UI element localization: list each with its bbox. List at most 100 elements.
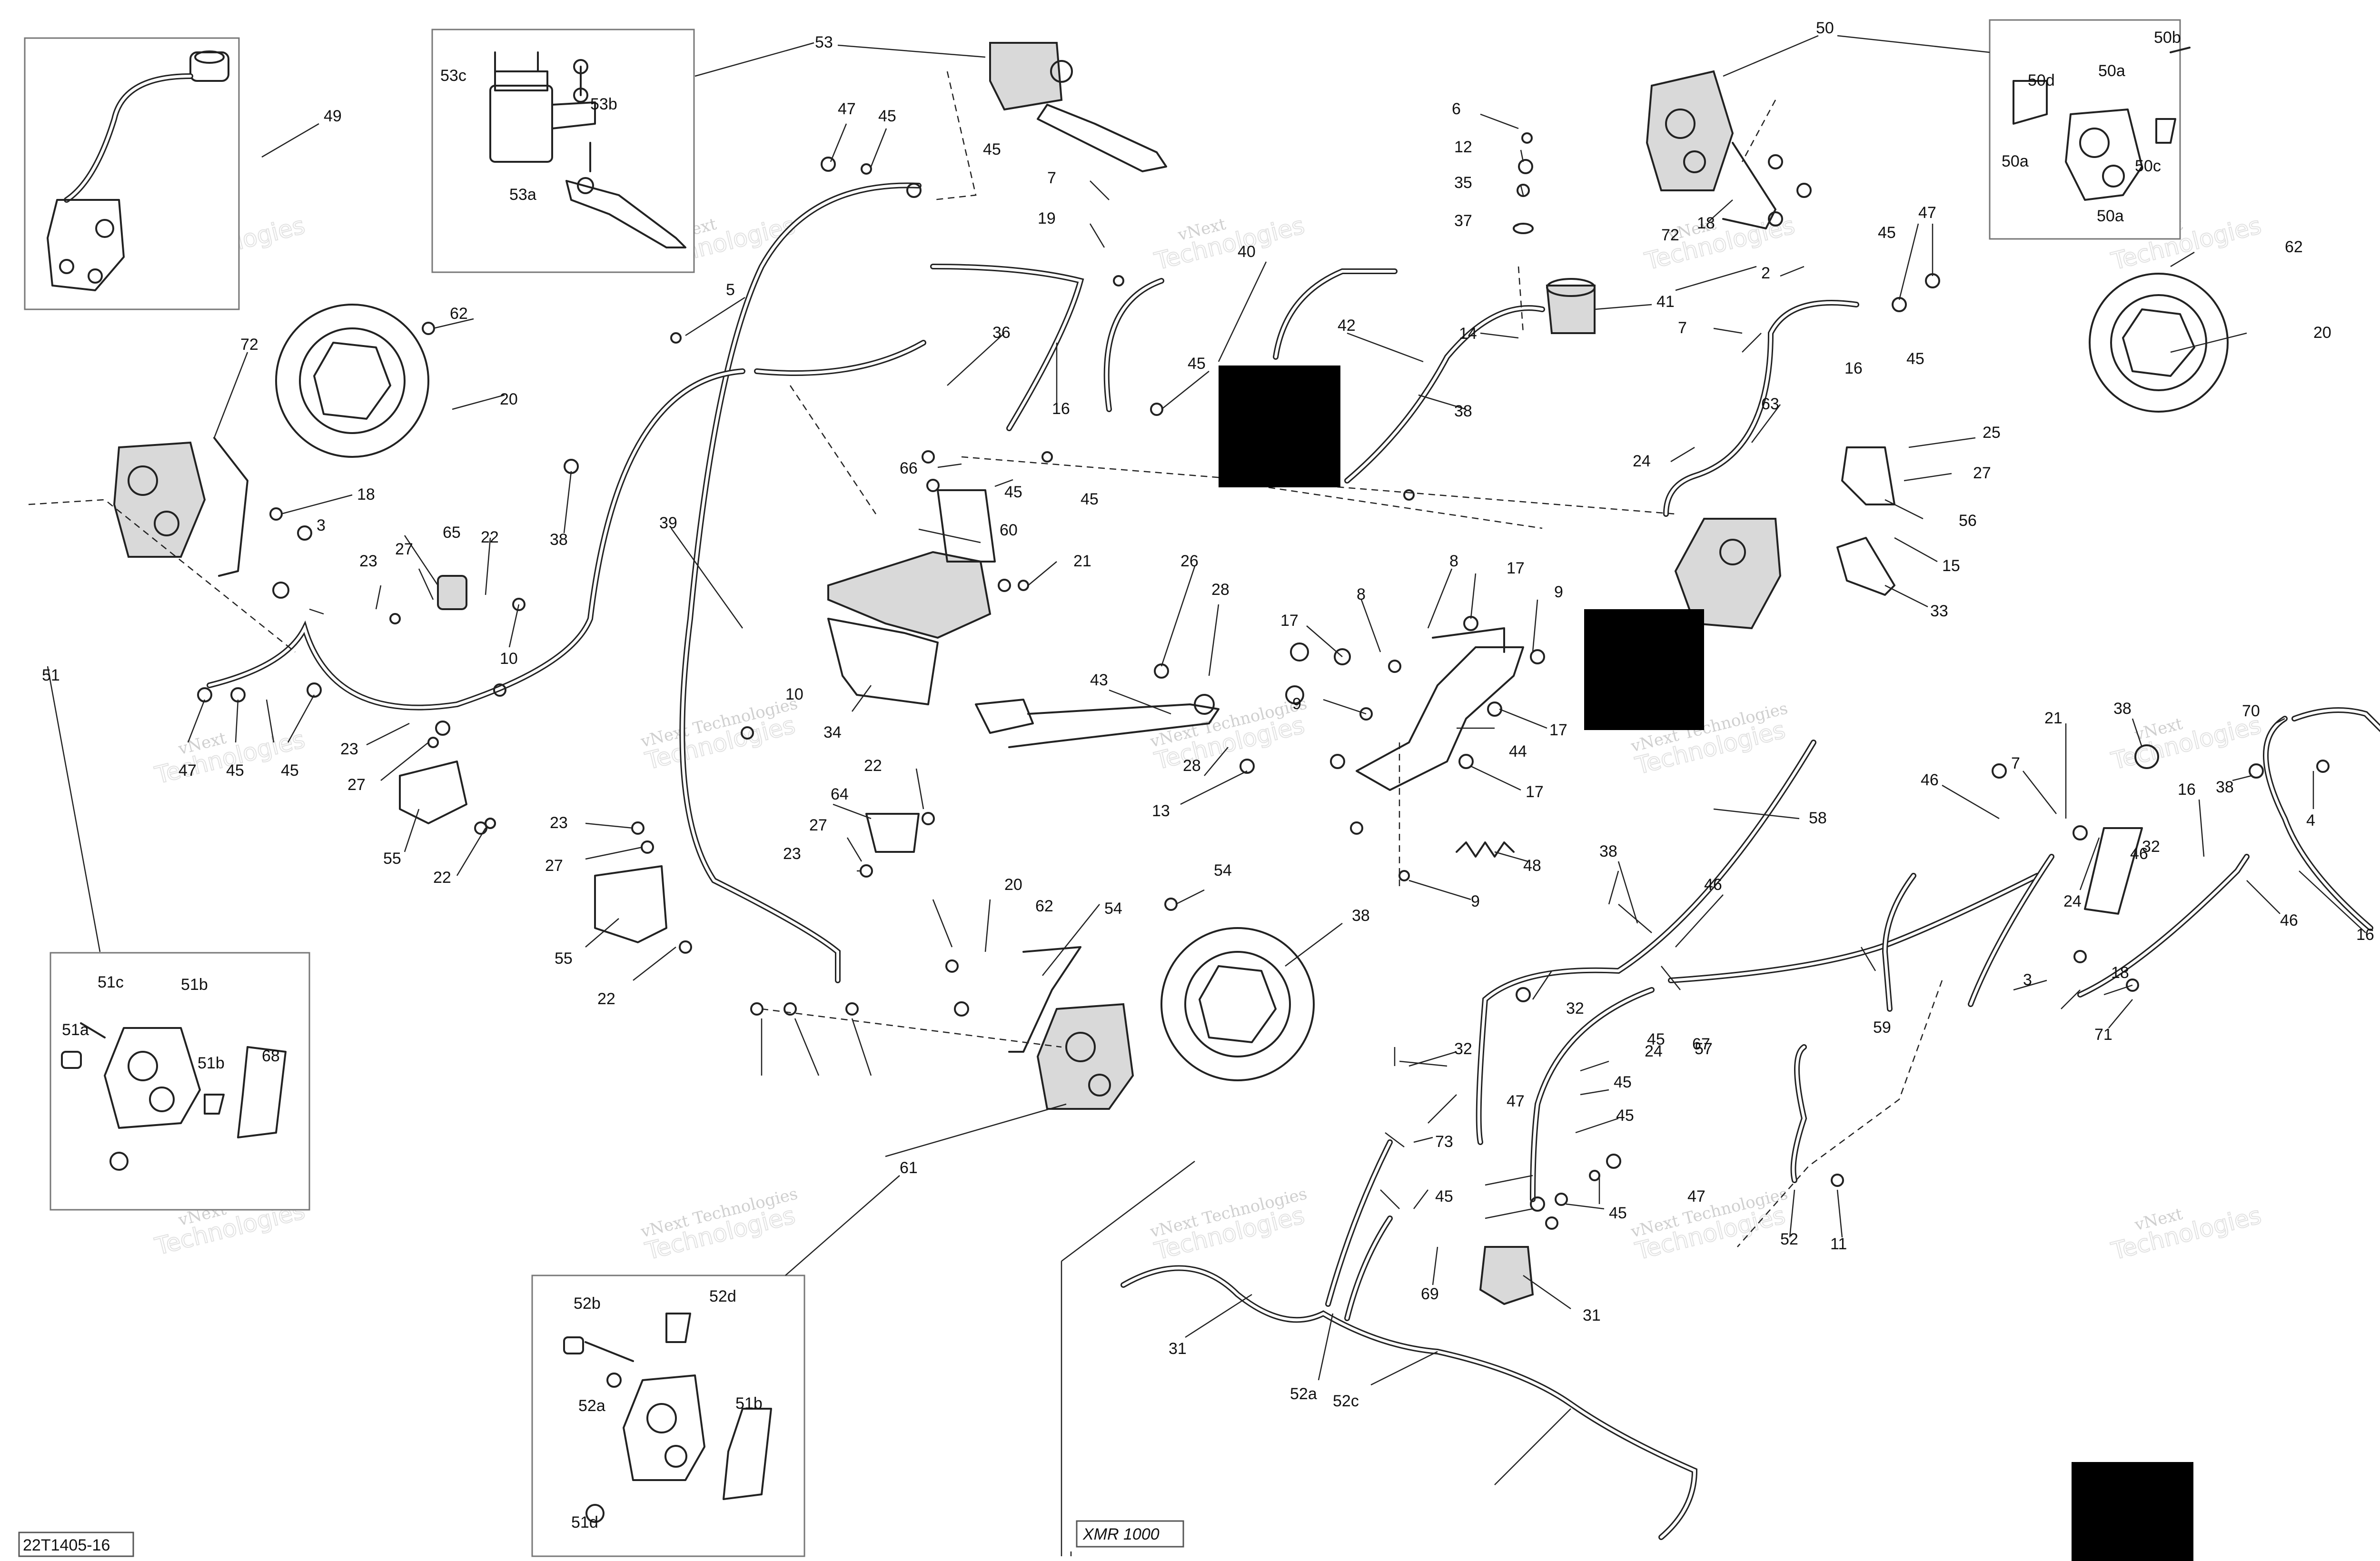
callout-label: 38 xyxy=(2216,778,2234,796)
callout-label: 10 xyxy=(785,685,803,703)
brake-disc-62-left xyxy=(275,304,429,458)
inset-box-53 xyxy=(431,29,695,273)
diagram-code: 22T1405-16 xyxy=(23,1536,110,1554)
callout-label: 47 xyxy=(1507,1092,1525,1110)
callout-label: 19 xyxy=(1038,209,1056,227)
callout-label: 46 xyxy=(2130,845,2148,863)
callout-label: 60 xyxy=(1000,521,1018,539)
callout-label: 17 xyxy=(1549,721,1567,739)
callout-label: 38 xyxy=(550,531,568,549)
callout-label: 45 xyxy=(1616,1107,1634,1125)
inset-box-52 xyxy=(531,1274,805,1557)
callout-label: 15 xyxy=(1942,557,1960,575)
callout-label: 31 xyxy=(1583,1306,1601,1324)
callout-label: 49 xyxy=(324,107,342,125)
inset-box-51 xyxy=(50,952,310,1211)
callout-label: 24 xyxy=(2063,892,2082,910)
callout-label: 71 xyxy=(2094,1026,2112,1044)
callout-label: 50b xyxy=(2154,29,2181,47)
callout-label: 45 xyxy=(878,107,896,125)
callout-label: 51b xyxy=(181,976,208,994)
callout-label: 17 xyxy=(1280,612,1299,630)
callout-label: 43 xyxy=(1090,671,1108,689)
bracket-64 xyxy=(865,813,920,853)
callout-label: 7 xyxy=(1678,319,1687,337)
inset-box-49 xyxy=(24,37,240,310)
leader-lines xyxy=(47,35,2366,1556)
callout-label: 8 xyxy=(1357,585,1366,603)
callout-label: 50a xyxy=(2097,207,2124,225)
redaction-box xyxy=(2072,1462,2193,1561)
callout-label: 6 xyxy=(1452,100,1461,118)
callout-label: 32 xyxy=(1454,1040,1472,1058)
callout-label: 21 xyxy=(1073,552,1091,570)
spring-48 xyxy=(1456,841,1515,858)
callout-label: 51a xyxy=(62,1021,89,1039)
callout-label: 21 xyxy=(2044,709,2063,727)
bracket-60 xyxy=(827,489,996,639)
callout-label: 23 xyxy=(340,740,358,758)
callout-label: 45 xyxy=(1435,1187,1453,1205)
callout-label: 45 xyxy=(1647,1030,1665,1048)
callout-label: 66 xyxy=(900,459,918,477)
protector-70 xyxy=(2084,827,2143,915)
callout-label: 23 xyxy=(783,845,801,863)
callout-label: 3 xyxy=(317,516,326,534)
watermark-text: Technologies xyxy=(2109,1201,2264,1265)
caliper-52-center xyxy=(1008,946,1134,1110)
callout-label: 17 xyxy=(1526,783,1544,801)
brake-lines xyxy=(207,182,2380,1540)
callout-label: 8 xyxy=(1449,552,1458,570)
callout-label: 48 xyxy=(1523,857,1541,875)
callout-label: 72 xyxy=(240,336,258,354)
bracket-44 xyxy=(1356,627,1524,791)
callout-label: 46 xyxy=(1921,771,1939,789)
inset-box-50 xyxy=(1989,19,2181,240)
callout-label: 7 xyxy=(1047,169,1056,187)
callout-label: 10 xyxy=(500,650,518,668)
callout-label: 36 xyxy=(992,324,1011,342)
callout-label: 45 xyxy=(1614,1073,1632,1091)
callout-label: 47 xyxy=(1918,204,1936,222)
callout-label: 33 xyxy=(1930,602,1948,620)
callout-label: 27 xyxy=(1973,464,1991,482)
callout-label: 16 xyxy=(1844,359,1863,377)
callout-label: 38 xyxy=(1352,907,1370,925)
callout-label: 24 xyxy=(1645,1042,1663,1060)
master-cylinder-53 xyxy=(989,42,1167,172)
brake-disc-62-center xyxy=(1160,927,1315,1081)
callout-label: 18 xyxy=(2111,964,2129,982)
callout-label: 45 xyxy=(1906,350,1924,368)
callout-label: 9 xyxy=(1471,892,1480,910)
callout-label: 50d xyxy=(2028,71,2055,89)
callout-label: 53 xyxy=(815,33,833,51)
inset-49-caliper-assembly xyxy=(47,50,229,291)
callout-label: 51b xyxy=(735,1394,763,1413)
inset-53-master-cylinder xyxy=(489,51,686,248)
callout-label: 5 xyxy=(726,281,735,299)
callout-labels: 49 53 53c 53b 53a 47 45 45 7 19 50 50b 5… xyxy=(42,19,2374,1531)
callout-label: 27 xyxy=(545,857,563,875)
callout-label: 47 xyxy=(838,100,856,118)
callout-label: 23 xyxy=(359,552,377,570)
callout-label: 72 xyxy=(1661,226,1679,244)
callout-label: 53b xyxy=(590,95,617,113)
abs-module-61 xyxy=(1479,1246,1534,1305)
pedal-43 xyxy=(975,694,1220,748)
callout-label: 61 xyxy=(900,1159,918,1177)
callout-label: 20 xyxy=(2313,324,2331,342)
callout-label: 63 xyxy=(1761,395,1779,413)
callout-label: 12 xyxy=(1454,138,1472,156)
callout-label: 16 xyxy=(2178,780,2196,799)
callout-label: 32 xyxy=(1566,999,1584,1018)
callout-label: 16 xyxy=(1052,400,1070,418)
callout-label: 18 xyxy=(1697,214,1715,232)
callout-label: 35 xyxy=(1454,174,1472,192)
callout-label: 62 xyxy=(2285,238,2303,256)
callout-label: 2 xyxy=(1761,264,1770,282)
callout-label: 52a xyxy=(578,1397,605,1415)
callout-label: 9 xyxy=(1554,583,1563,601)
callout-label: 54 xyxy=(1214,861,1232,879)
assembly-lines xyxy=(28,71,1943,1247)
